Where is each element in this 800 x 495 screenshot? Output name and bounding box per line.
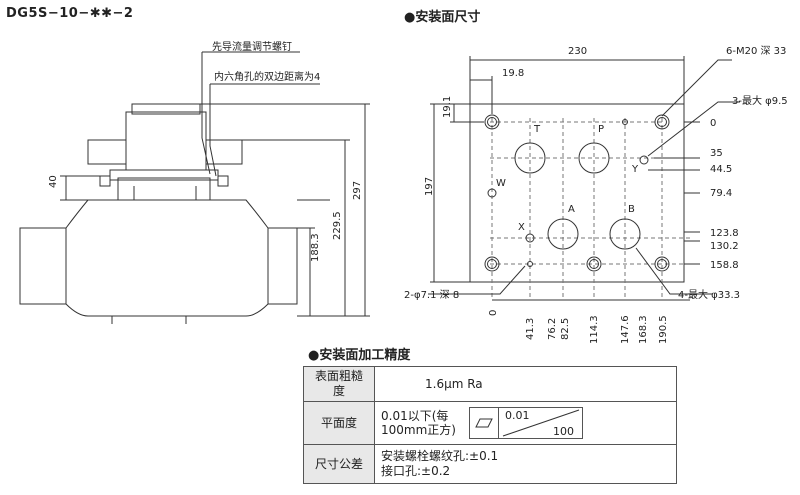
leader-m20 [661,59,732,117]
y-tick: 130.2 [710,241,739,252]
mounting-heading: ●安装面尺寸 [404,10,481,25]
row-head-flatness: 平面度 [303,401,375,445]
port-label-b: B [628,204,635,215]
y-tick: 0 [710,118,716,129]
mounting-text: 230 19.8 197 19.1 6-M20 深 33 3-最大 φ9.5 2… [404,45,788,344]
precision-table: 表面粗糙度 1.6μm Ra 平面度 0.01以下(每100mm正方) 0.01… [303,366,677,484]
y-tick: 158.8 [710,260,739,271]
mounting-plate [469,103,685,283]
leader-line [201,52,211,175]
x-tick: 168.3 [638,315,649,344]
dim-label-19-1: 19.1 [442,96,453,118]
side-view [19,51,370,324]
x-tick: 0 [488,310,499,316]
pilot-cap [131,103,201,115]
bolt-hole [484,114,500,130]
port-w [487,188,497,198]
x-tick: 147.6 [620,315,631,344]
port-label-w: W [496,178,506,189]
y-tick: 44.5 [710,164,732,175]
y-tick: 35 [710,148,723,159]
callout-m20: 6-M20 深 33 [726,45,786,57]
pilot-plate [117,177,211,201]
port-b [609,218,641,250]
bolt-hole [586,256,602,272]
bolt-hole [484,256,500,272]
callout-d71: 2-φ7.1 深 8 [404,289,459,301]
dim-label-230: 230 [568,46,587,57]
tolerance-line-1: 安装螺栓螺纹孔:±0.1 [381,449,499,463]
flatness-cell: 0.01以下(每100mm正方) 0.01 100 [374,401,677,445]
port-y [639,155,649,165]
port-p [578,142,610,174]
bolt-hole-inner [657,117,667,127]
port-label-a: A [568,204,575,215]
port-label-p: P [598,124,604,135]
pin-hole [527,261,533,267]
dim-label-188: 188.3 [310,233,321,262]
solenoid-right [205,139,243,165]
callout-max95: 3-最大 φ9.5 [732,94,788,107]
roughness-value: 1.6μm Ra [374,366,677,402]
dim-label-229: 229.5 [332,211,343,240]
row-head-roughness: 表面粗糙度 [303,366,375,402]
port-label-x: X [518,222,525,233]
flatness-symbol: 0.01 100 [469,407,583,439]
flatness-denominator: 100 [553,425,574,438]
dim-label-197: 197 [424,177,435,196]
model-title: DG5S−10−✱✱−2 [6,6,134,21]
pilot-valve-body [125,111,207,171]
x-tick: 82.5 [560,318,571,340]
adjust-screw [99,175,111,187]
parallelogram-icon [470,408,499,438]
dim-label-297: 297 [352,181,363,200]
adjust-screw [217,175,229,187]
bolt-hole-inner [657,259,667,269]
port-x [525,233,535,243]
hex-socket-annotation: 内六角孔的双边距离为4 [214,70,320,83]
pin-hole [622,119,628,125]
port-a [547,218,579,250]
port-label-y: Y [631,164,639,175]
tolerance-line-2: 接口孔:±0.2 [381,464,451,478]
leader-line [209,84,217,177]
flatness-numerator: 0.01 [505,409,530,422]
bolt-hole-inner [589,259,599,269]
port-label-t: T [533,124,541,135]
valve-body [19,199,298,317]
dim-label-19-8: 19.8 [502,68,524,79]
x-tick: 114.3 [589,315,600,344]
mounting-face [428,56,740,301]
callout-max333: 4-最大 φ33.3 [678,288,740,301]
leader-max95 [647,101,740,157]
y-tick: 79.4 [710,188,732,199]
flatness-value: 0.01以下(每100mm正方) [381,409,456,437]
leader-max333 [635,247,712,295]
bolt-hole [654,114,670,130]
precision-heading: ●安装面加工精度 [308,348,411,363]
x-tick: 190.5 [658,315,669,344]
x-tick: 41.3 [525,318,536,340]
x-tick: 76.2 [547,318,558,340]
leader-d71 [428,265,526,295]
bolt-hole-inner [487,259,497,269]
bolt-hole-inner [487,117,497,127]
pilot-screw-annotation: 先导流量调节螺钉 [212,40,292,53]
table-row: 表面粗糙度 1.6μm Ra [303,366,677,402]
bolt-hole [654,256,670,272]
port-t [514,142,546,174]
centerlines [490,118,690,300]
dim-label-40: 40 [48,175,59,188]
table-row: 尺寸公差 安装螺栓螺纹孔:±0.1 接口孔:±0.2 [303,444,677,484]
row-head-tolerance: 尺寸公差 [303,444,375,484]
side-view-text: 先导流量调节螺钉 内六角孔的双边距离为4 40 188.3 229.5 297 [48,40,363,262]
table-row: 平面度 0.01以下(每100mm正方) 0.01 100 [303,401,677,445]
flatness-fraction: 0.01 100 [499,408,582,438]
tolerance-cell: 安装螺栓螺纹孔:±0.1 接口孔:±0.2 [374,444,677,484]
y-tick: 123.8 [710,228,739,239]
solenoid-left [87,139,127,165]
